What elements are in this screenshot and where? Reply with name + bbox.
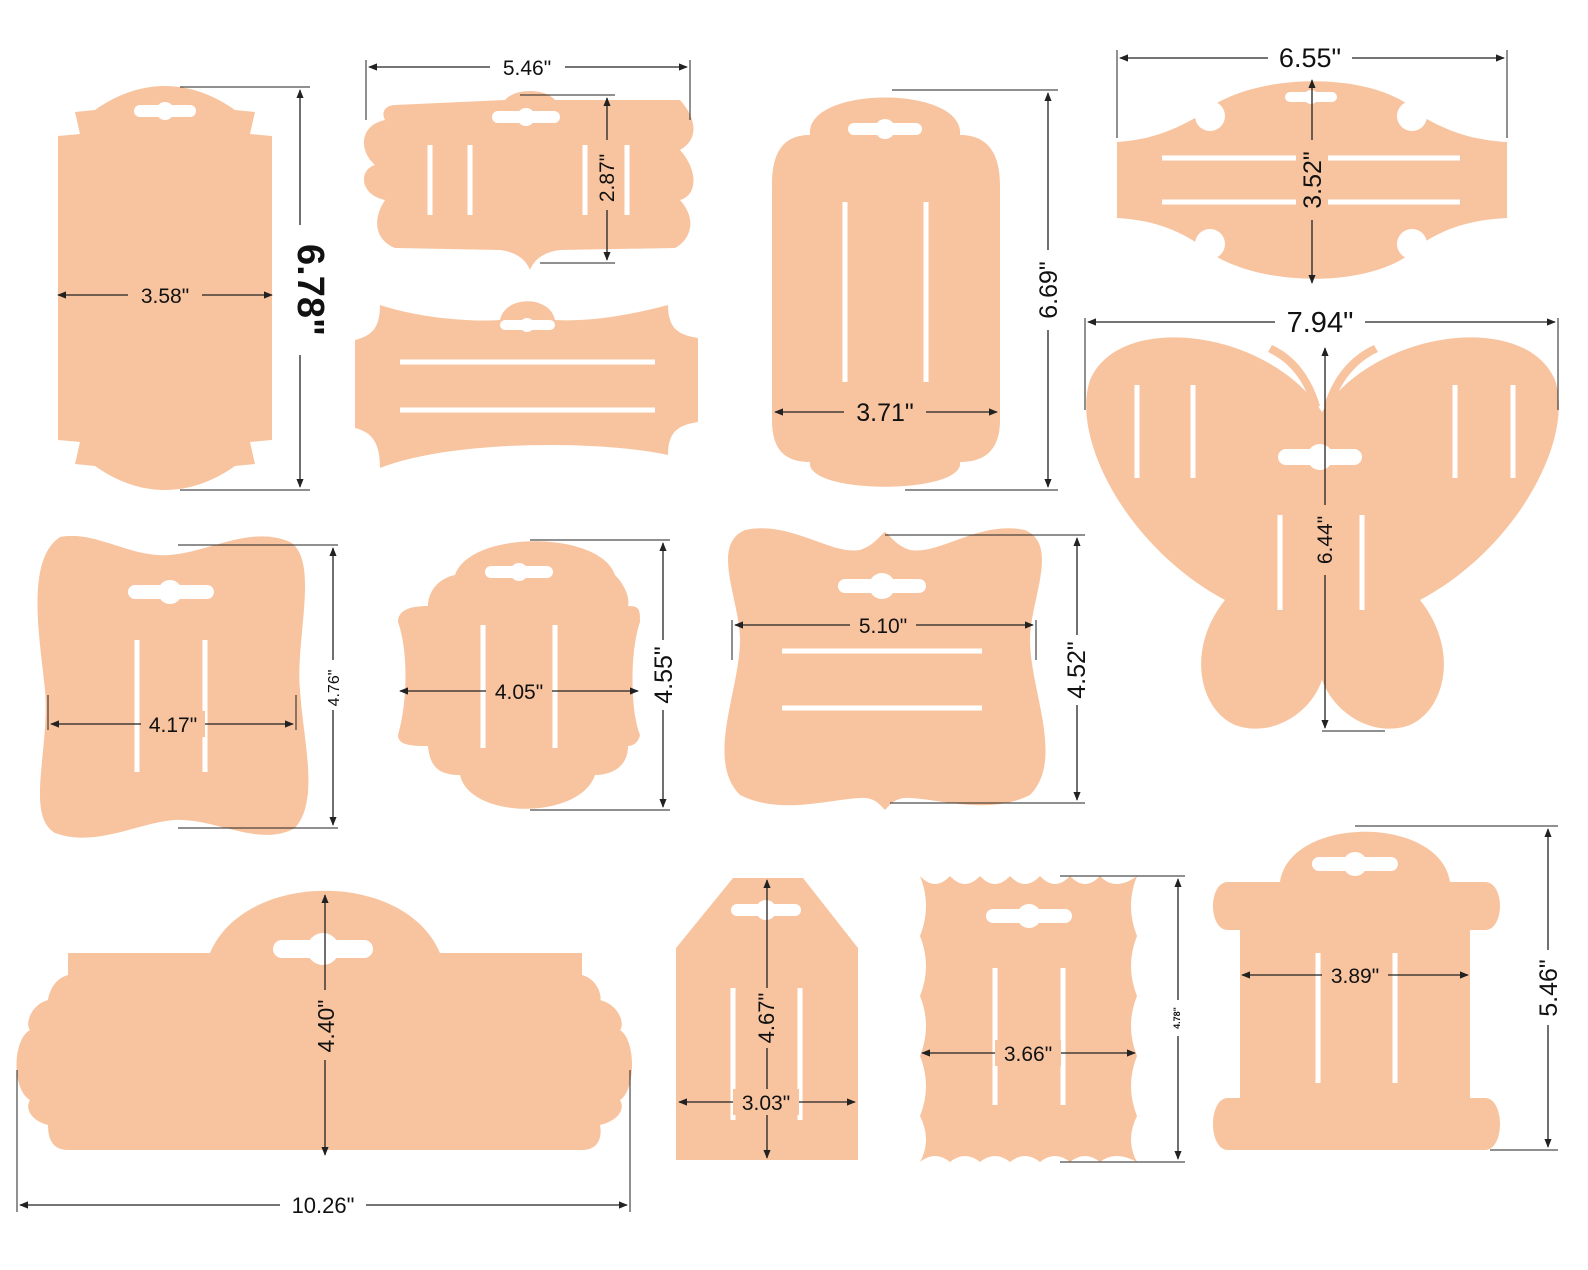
card-bow: 6.55" 3.52" <box>1116 43 1508 284</box>
width-label: 3.03" <box>742 1092 790 1115</box>
width-label: 3.71" <box>856 399 914 427</box>
card-wide-banner <box>355 301 698 468</box>
hang-hole <box>156 102 174 120</box>
card-postage: 4.78" 3.66" <box>920 875 1186 1163</box>
width-label: 3.58" <box>141 285 189 308</box>
height-label: 3.52" <box>1299 151 1327 209</box>
card-shape <box>37 535 309 838</box>
card-shape <box>355 301 698 468</box>
width-label: 4.05" <box>495 681 543 704</box>
card-long-frame: 4.40" 10.26" <box>16 890 632 1219</box>
card-wavy-square: 4.76" 4.17" <box>37 535 346 838</box>
card-scalloped-square: 4.55" 4.05" <box>398 539 678 811</box>
height-label: 4.78" <box>1172 1007 1182 1029</box>
height-label: 4.40" <box>313 1000 339 1053</box>
height-label: 4.55" <box>650 646 678 704</box>
height-label: 4.52" <box>1063 641 1091 699</box>
card-shape <box>398 541 640 809</box>
card-spool: 5.46" 3.89" <box>1213 825 1564 1151</box>
card-bracket-small: 5.46" 2.87" <box>363 54 694 270</box>
height-label: 6.44" <box>1314 516 1337 564</box>
width-label: 10.26" <box>292 1193 355 1218</box>
card-tag: 4.67" 3.03" <box>676 878 858 1160</box>
height-label: 6.69" <box>1035 261 1063 319</box>
card-shape <box>1213 831 1500 1150</box>
height-label: 5.46" <box>1535 959 1563 1017</box>
card-shape <box>920 876 1137 1162</box>
width-label: 5.46" <box>503 57 551 80</box>
card-pillow: 4.52" 5.10" <box>724 528 1092 810</box>
height-label: 6.78" <box>289 244 331 336</box>
height-label: 2.87" <box>596 154 619 202</box>
card-tall-banner: 3.58" 6.78" <box>57 86 331 491</box>
card-shape <box>772 97 1000 487</box>
width-label: 3.89" <box>1331 965 1379 988</box>
width-label: 5.10" <box>859 615 907 638</box>
card-butterfly: 7.94" 6.44" <box>1084 305 1559 732</box>
card-shape <box>363 91 694 270</box>
height-label: 4.76" <box>326 670 343 707</box>
width-label: 7.94" <box>1287 307 1354 339</box>
width-label: 4.17" <box>149 714 197 737</box>
butterfly-antenna-left <box>1268 345 1320 408</box>
butterfly-antenna-right <box>1324 345 1378 408</box>
card-shape <box>724 528 1046 810</box>
width-label: 6.55" <box>1279 43 1341 73</box>
card-rounded-tall: 6.69" 3.71" <box>772 89 1064 491</box>
height-label: 4.67" <box>754 993 779 1044</box>
width-label: 3.66" <box>1004 1043 1052 1066</box>
